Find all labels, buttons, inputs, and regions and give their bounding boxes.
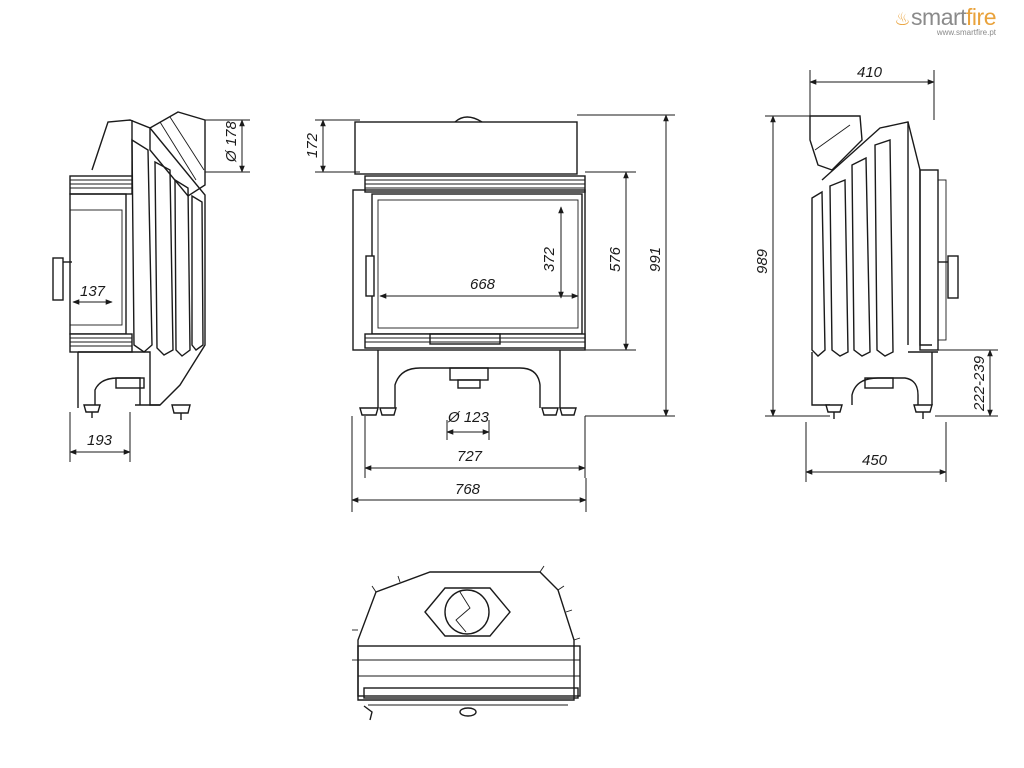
dim-left-base-depth: 193	[87, 432, 113, 449]
dim-front-glass-height: 372	[541, 246, 558, 272]
dim-right-total-height: 989	[754, 248, 771, 274]
dim-front-total-height: 991	[647, 247, 664, 272]
smartfire-logo: ♨smartfire www.smartfire.pt	[894, 4, 996, 37]
dim-front-top-height: 172	[304, 132, 321, 158]
dim-front-glass-width: 668	[470, 276, 496, 293]
front-dimensions: 172 372 668 576 991 Ø 123 727 768	[304, 114, 675, 512]
dim-right-base-depth: 450	[862, 452, 888, 469]
brand-url: www.smartfire.pt	[936, 28, 996, 37]
brand-name: ♨smartfire	[894, 4, 996, 31]
right-side-view	[809, 115, 959, 419]
brand-accent: fire	[966, 4, 996, 30]
dim-right-top-depth: 410	[857, 64, 883, 81]
dim-front-inner-width: 727	[457, 448, 483, 465]
dim-front-opening-height: 576	[607, 246, 624, 272]
dim-front-total-width: 768	[455, 481, 481, 498]
dim-left-flue-diameter: Ø 178	[223, 120, 240, 163]
left-dimensions: Ø 178 137 193	[69, 119, 250, 462]
front-view	[352, 116, 586, 416]
flame-icon: ♨	[894, 9, 911, 29]
left-side-view	[52, 111, 206, 420]
dim-front-flue-diameter: Ø 123	[447, 409, 490, 426]
top-plan-view	[352, 565, 581, 721]
brand-main: smart	[911, 4, 967, 30]
dim-right-leg-height: 222-239	[971, 355, 988, 412]
dim-left-glass-width: 137	[80, 283, 106, 300]
right-dimensions: 410 989 222-239 450	[754, 64, 998, 482]
